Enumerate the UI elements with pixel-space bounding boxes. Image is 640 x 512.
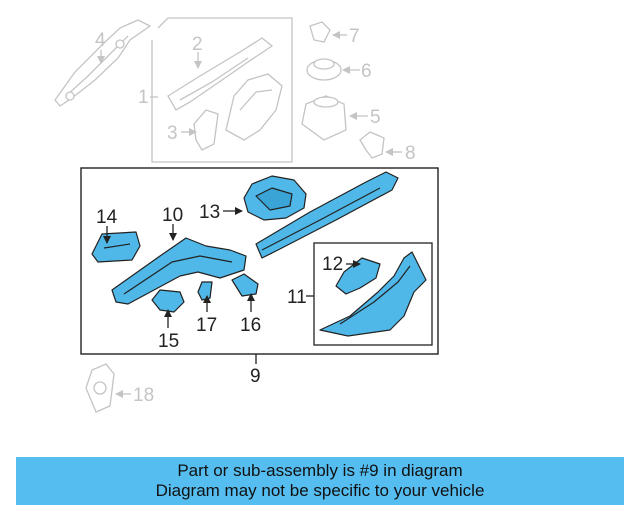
callout-14: 14 xyxy=(96,207,118,228)
part-2-detail xyxy=(179,57,249,101)
callout-8: 8 xyxy=(405,143,416,164)
part-14-bracket[interactable] xyxy=(91,231,141,263)
dimmed-parts-group xyxy=(54,17,385,413)
callout-2: 2 xyxy=(192,34,203,55)
callout-11: 11 xyxy=(287,287,307,308)
part-3-shape xyxy=(193,109,219,151)
callout-9: 9 xyxy=(250,366,261,387)
assembly-1-bracket xyxy=(151,17,293,163)
part-8-shape xyxy=(359,131,385,159)
callout-17: 17 xyxy=(196,315,217,336)
part-12-bracket[interactable] xyxy=(335,257,381,295)
part-17-bracket[interactable] xyxy=(197,281,213,301)
assembly-9-frame xyxy=(80,167,439,355)
callout-16: 16 xyxy=(240,315,261,336)
part-16-bracket[interactable] xyxy=(231,273,259,297)
wheelhouse-detail xyxy=(239,89,273,111)
callout-6: 6 xyxy=(361,61,372,82)
banner-line-2: Diagram may not be specific to your vehi… xyxy=(155,481,485,500)
callout-7: 7 xyxy=(349,26,360,47)
callout-13: 13 xyxy=(199,202,220,223)
part-10-side-member[interactable] xyxy=(111,237,247,305)
callout-18: 18 xyxy=(133,385,154,406)
callout-3: 3 xyxy=(167,123,178,144)
part-15-bracket[interactable] xyxy=(151,289,185,313)
callout-5: 5 xyxy=(370,107,381,128)
callout-1: 1 xyxy=(138,87,149,108)
info-banner: Part or sub-assembly is #9 in diagram Di… xyxy=(16,457,624,505)
part-7-shape xyxy=(309,21,331,43)
assembly-11-frame xyxy=(313,242,433,346)
wheelhouse-shape xyxy=(225,73,283,141)
rear-frame-rail[interactable] xyxy=(255,171,399,259)
callout-4: 4 xyxy=(95,30,106,51)
part-11-extension[interactable] xyxy=(319,251,427,337)
part-5-shape xyxy=(301,95,347,141)
callout-10: 10 xyxy=(162,205,183,226)
callout-12: 12 xyxy=(322,254,343,275)
callout-15: 15 xyxy=(158,331,179,352)
highlighted-parts-group xyxy=(91,171,427,337)
banner-line-1: Part or sub-assembly is #9 in diagram xyxy=(177,461,463,480)
